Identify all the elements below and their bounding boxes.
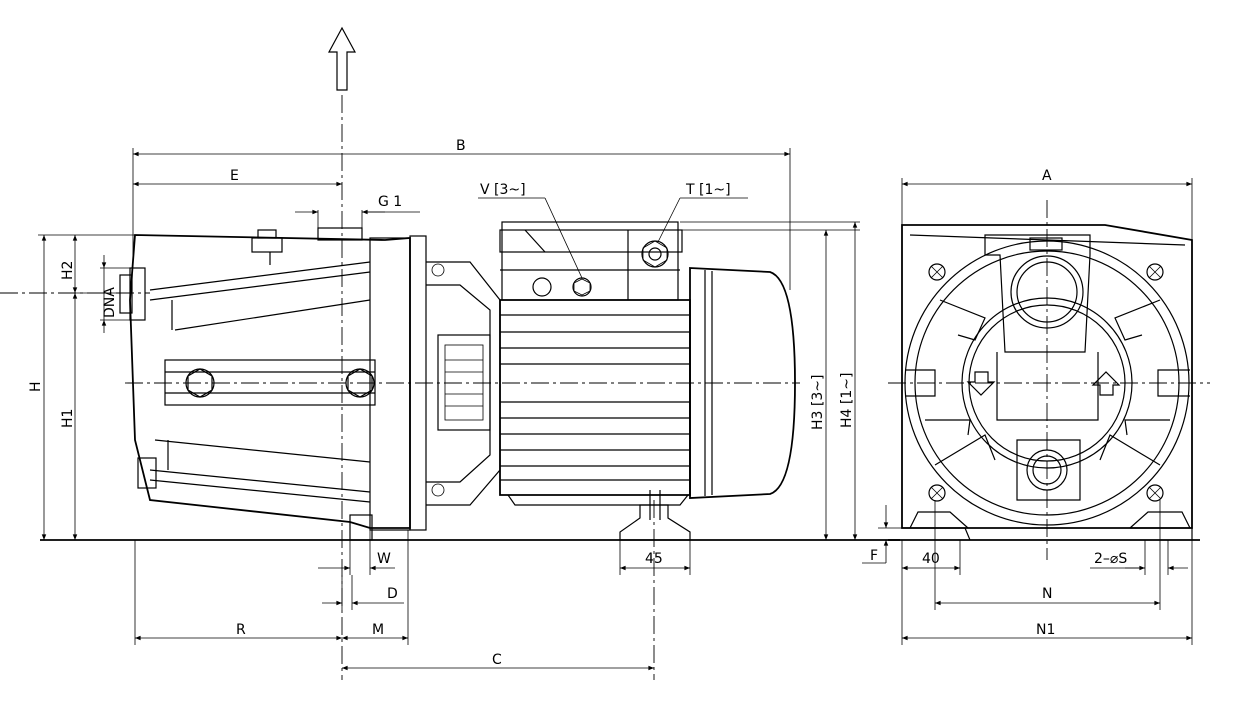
label-d: D	[387, 586, 398, 602]
label-b: B	[456, 138, 466, 154]
label-f: F	[870, 548, 878, 564]
label-m: M	[372, 622, 384, 638]
discharge-arrow-icon	[327, 26, 357, 91]
label-t: T [1~]	[685, 182, 731, 198]
pump-front-view	[888, 224, 1200, 541]
label-n1: N1	[1036, 622, 1055, 638]
lantern-bracket	[426, 261, 501, 506]
label-foot-width: 45	[645, 551, 663, 567]
label-w: W	[377, 551, 391, 567]
label-r: R	[236, 622, 246, 638]
label-h3: H3 [3~]	[810, 375, 826, 430]
pump-body-side	[40, 227, 900, 541]
label-h2: H2	[60, 261, 76, 280]
label-c: C	[492, 652, 502, 668]
label-holes: 2–⌀S	[1094, 551, 1127, 567]
label-n: N	[1042, 586, 1052, 602]
center-lines	[0, 95, 1210, 680]
label-h1: H1	[60, 409, 76, 428]
label-h4: H4 [1~]	[839, 373, 855, 428]
label-g1: G 1	[378, 194, 402, 210]
label-e: E	[230, 168, 239, 184]
label-foot-slot: 40	[922, 551, 940, 567]
label-v: V [3~]	[480, 182, 526, 198]
dimensions-front: A F 40 2–⌀S N N1	[862, 168, 1193, 645]
dimensions-side: B E G 1 V [3~] T [1~] H H1 H2	[28, 138, 860, 671]
label-dna: DNA	[102, 287, 118, 318]
motor-side	[499, 221, 796, 541]
label-a: A	[1042, 168, 1052, 184]
label-h: H	[28, 381, 44, 392]
